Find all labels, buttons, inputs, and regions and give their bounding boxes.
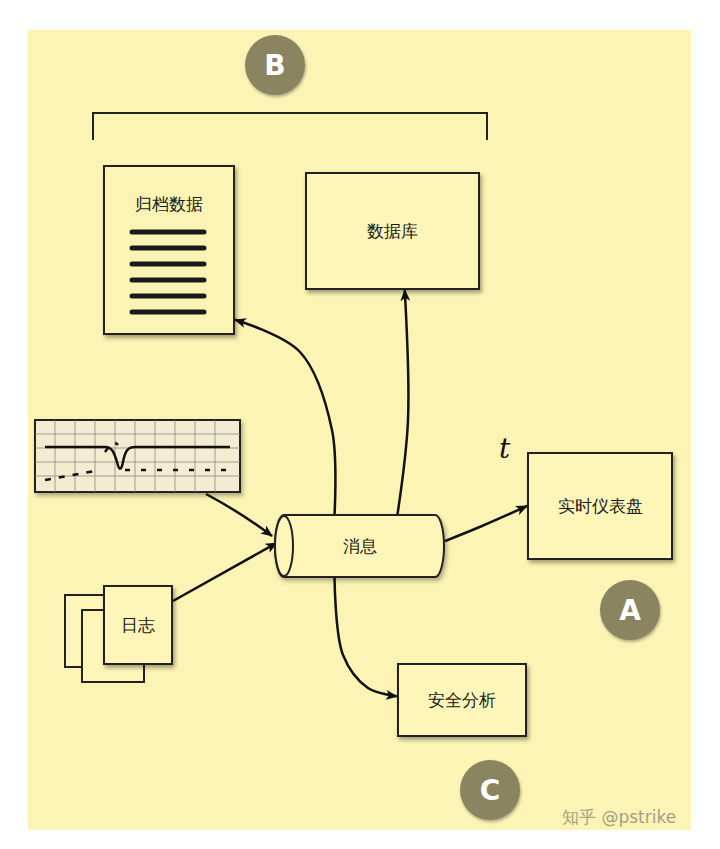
node-label: 归档数据 [135, 193, 203, 216]
node-label: 安全分析 [428, 689, 496, 712]
node-label: 数据库 [367, 220, 418, 243]
document-box: 归档数据 [103, 165, 235, 335]
dashboard-box: 实时仪表盘 [527, 452, 673, 560]
log-page: 日志 [103, 585, 173, 665]
flow-arrow [397, 290, 408, 515]
document-lines [132, 232, 204, 312]
chart-arrow [206, 494, 272, 536]
flow-arrow [235, 320, 335, 515]
group-bracket [93, 113, 487, 140]
database-box: 数据库 [305, 172, 480, 290]
signal-chart [35, 420, 240, 492]
callout-letter: A [600, 580, 660, 640]
flow-arrow [173, 543, 277, 601]
node-label: 日志 [121, 614, 155, 637]
security-box: 安全分析 [397, 663, 527, 737]
flow-arrow [335, 577, 398, 696]
flow-arrow [445, 506, 527, 541]
watermark: 知乎 @pstrike [562, 806, 676, 829]
node-label: 消息 [343, 535, 377, 558]
callout-letter: B [245, 35, 305, 95]
message-queue: 消息 [275, 515, 445, 577]
time-symbol: t [499, 432, 510, 465]
yellow-panel [28, 30, 691, 830]
node-label: 实时仪表盘 [558, 495, 643, 518]
callout-letter: C [460, 760, 520, 820]
